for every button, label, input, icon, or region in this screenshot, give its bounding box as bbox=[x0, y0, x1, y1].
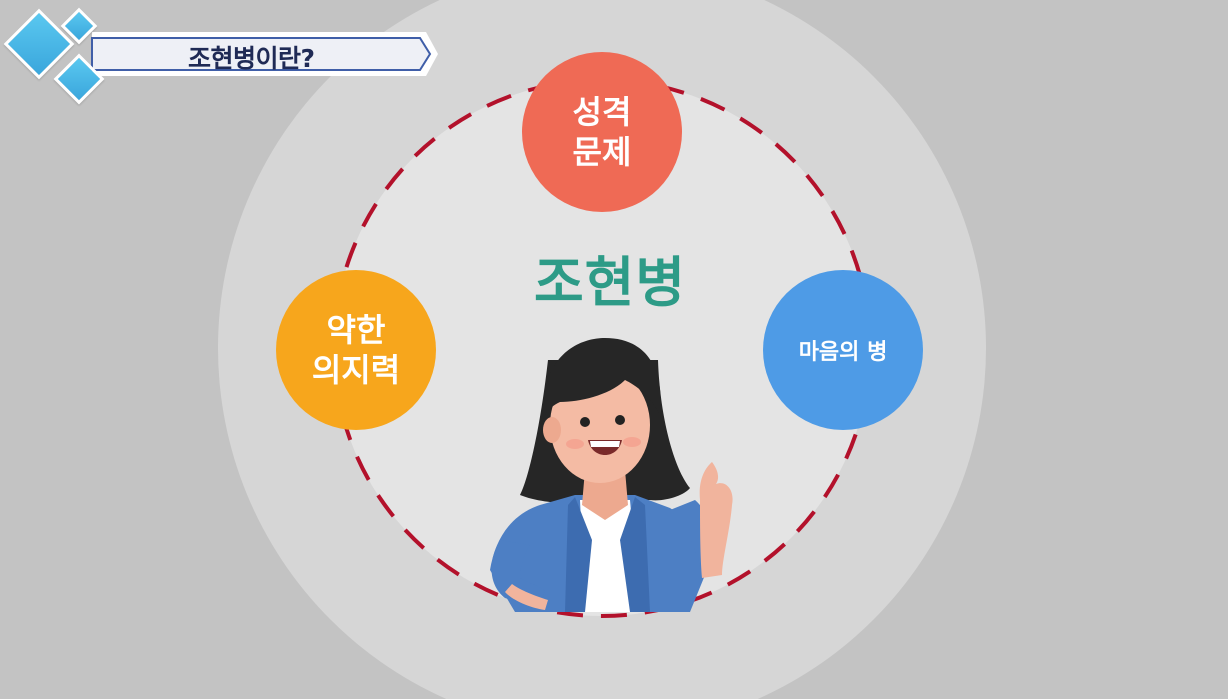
bubble-right-label: 마음의 병 bbox=[798, 340, 888, 365]
page-title: 조현병이란? bbox=[188, 44, 315, 73]
bubble-left-line1: 약한 bbox=[326, 311, 386, 349]
bubble-left-line2: 의지력 bbox=[311, 351, 401, 389]
left-arm bbox=[491, 540, 545, 610]
bubble-top-line1: 성격 bbox=[572, 93, 632, 131]
bubble-mind-illness: 마음의 병 bbox=[763, 270, 923, 430]
bubble-top-line2: 문제 bbox=[572, 133, 632, 171]
right-cheek bbox=[623, 437, 641, 447]
right-eye bbox=[615, 415, 625, 425]
banner-shape bbox=[91, 32, 438, 76]
lapel-left bbox=[565, 497, 592, 612]
left-eye bbox=[580, 417, 590, 427]
front-hair bbox=[544, 338, 661, 415]
title-banner: 조현병이란? bbox=[70, 30, 440, 78]
left-ear bbox=[543, 417, 561, 443]
lapel-right bbox=[620, 497, 650, 612]
left-cheek bbox=[566, 439, 584, 449]
bubble-weak-willpower: 약한 의지력 bbox=[276, 270, 436, 430]
raised-hand bbox=[699, 462, 733, 578]
bubble-personality-problem: 성격 문제 bbox=[522, 52, 682, 212]
left-hand bbox=[505, 584, 548, 610]
center-label: 조현병 bbox=[533, 251, 687, 314]
teeth bbox=[590, 441, 620, 447]
